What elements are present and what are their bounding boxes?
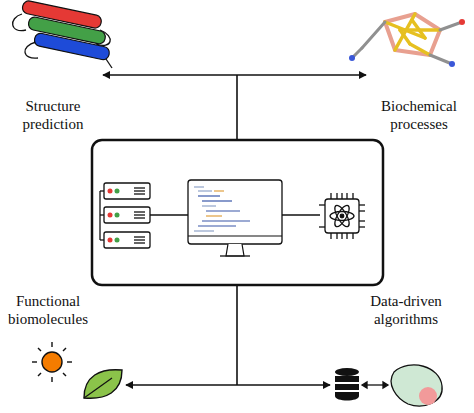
leaf-icon bbox=[84, 370, 122, 399]
stem-line bbox=[236, 75, 238, 140]
double-arrow bbox=[103, 74, 366, 76]
stem-line bbox=[236, 285, 238, 385]
exchange-arrow bbox=[362, 382, 388, 388]
topic-label: Data-driven algorithms bbox=[358, 292, 454, 328]
link-line bbox=[282, 214, 320, 215]
metal-cluster-icon bbox=[349, 14, 465, 67]
topic-label: Biochemical processes bbox=[368, 97, 470, 133]
topic-label: Functional biomolecules bbox=[0, 292, 96, 328]
status-lights bbox=[108, 189, 120, 243]
model-icon bbox=[391, 365, 442, 406]
database-icon bbox=[335, 368, 359, 401]
chip-icon bbox=[319, 193, 365, 239]
double-arrow bbox=[126, 384, 330, 386]
sun-icon bbox=[32, 342, 72, 382]
link-line bbox=[150, 214, 188, 215]
topic-node: Data-driven algorithms bbox=[332, 290, 472, 410]
monitor-icon bbox=[188, 180, 282, 256]
topic-node: Functional biomolecules bbox=[0, 290, 124, 410]
topic-label: Structure prediction bbox=[5, 97, 101, 133]
topic-node: Biochemical processes bbox=[368, 5, 470, 137]
server-icon bbox=[100, 183, 150, 248]
central-frame bbox=[92, 140, 383, 285]
topic-node: Structure prediction bbox=[5, 5, 101, 137]
helix-bundle-icon bbox=[13, 0, 112, 68]
